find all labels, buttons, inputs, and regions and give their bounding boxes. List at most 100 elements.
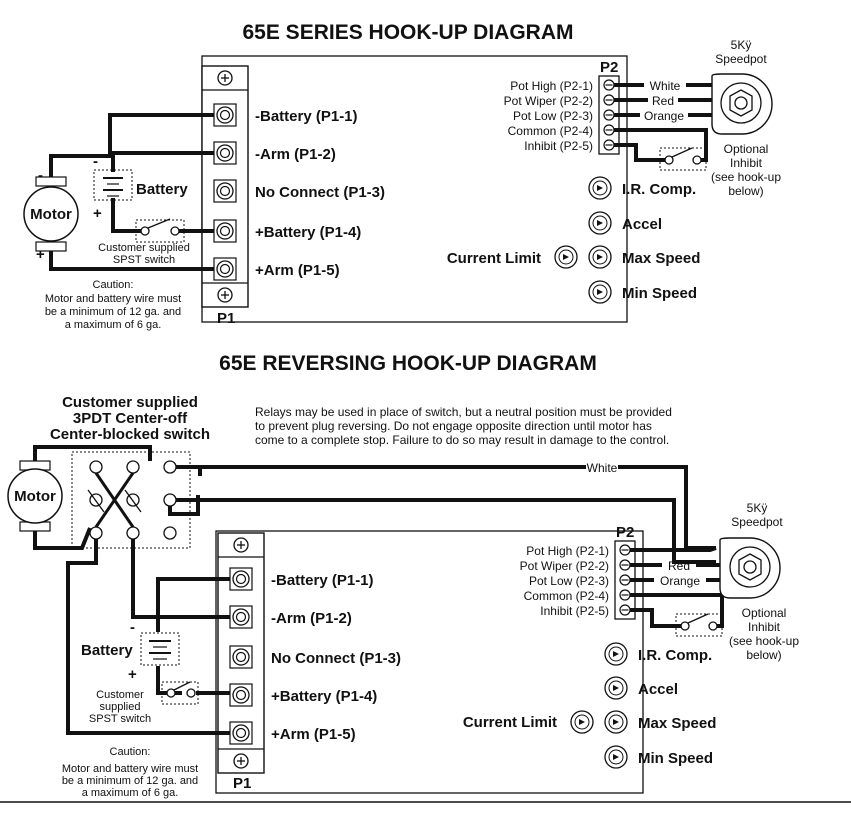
- reversing-p2-pin-label: Pot Low (P2-3): [529, 574, 609, 588]
- series-battery: [93, 169, 133, 201]
- reversing-control-board: [215, 530, 644, 794]
- svg-text:to prevent plug reversing. Do: to prevent plug reversing. Do not engage…: [255, 419, 652, 433]
- series-terminal-p1-3: [213, 179, 237, 203]
- series-p2-pin-label: Inhibit (P2-5): [524, 139, 593, 153]
- svg-text:Motor and battery wire must: Motor and battery wire must: [45, 293, 181, 305]
- reversing-p1-label: P1: [233, 775, 251, 792]
- series-wire-red: Red: [652, 94, 674, 108]
- reversing-wire-orange: Orange: [660, 574, 700, 588]
- reversing-pot-wiring: [630, 546, 724, 628]
- series-trimpot-ir-comp: [588, 176, 612, 200]
- series-terminal-p1-1: [213, 103, 237, 127]
- series-current-limit-label: Current Limit: [447, 250, 541, 267]
- reversing-motor: [7, 460, 63, 532]
- series-diagram: 65E SERIES HOOK-UP DIAGRAM P1 -Battery (…: [23, 21, 781, 331]
- reversing-switch-title: Customer supplied: [62, 394, 198, 411]
- series-caution: Caution: Motor and battery wire must be …: [45, 279, 181, 331]
- series-title: 65E SERIES HOOK-UP DIAGRAM: [242, 21, 573, 44]
- reversing-inhibit-switch: [675, 613, 723, 637]
- series-term-label: -Battery (P1-1): [255, 108, 358, 125]
- series-terminal-p1-5: [213, 257, 237, 281]
- reversing-inhibit-label: Optional: [742, 606, 787, 620]
- reversing-trimpot-current-limit: [570, 710, 594, 734]
- series-inhibit-switch: [659, 147, 707, 171]
- reversing-trimpot-label: I.R. Comp.: [638, 647, 712, 664]
- series-speedpot-label: Speedpot: [715, 52, 767, 66]
- series-terminal-p1-4: [213, 219, 237, 243]
- series-inhibit-label: (see hook-up: [711, 170, 781, 184]
- series-inhibit-label: Inhibit: [730, 156, 763, 170]
- series-battery-plus: +: [93, 205, 102, 222]
- reversing-switch-label: Customer: [96, 689, 144, 701]
- reversing-caution: Caution: Motor and battery wire must be …: [62, 746, 198, 799]
- svg-text:be a minimum of 12 ga. and: be a minimum of 12 ga. and: [45, 306, 181, 318]
- series-trimpot-label: Max Speed: [622, 250, 700, 267]
- reversing-switch-title: 3PDT Center-off: [73, 410, 188, 427]
- reversing-inhibit-label: Inhibit: [748, 620, 781, 634]
- svg-text:a maximum of 6 ga.: a maximum of 6 ga.: [65, 319, 162, 331]
- reversing-speedpot: [719, 537, 781, 599]
- series-speedpot: [711, 73, 773, 135]
- reversing-p2-pin-label: Inhibit (P2-5): [540, 604, 609, 618]
- series-switch-label: SPST switch: [113, 254, 175, 266]
- reversing-switch-label: SPST switch: [89, 713, 151, 725]
- series-trimpot-current-limit: [554, 245, 578, 269]
- reversing-motor-label: Motor: [14, 488, 56, 505]
- series-spst-switch: [135, 218, 185, 243]
- svg-text:Caution:: Caution:: [110, 746, 151, 758]
- series-trimpot-max-speed: [588, 245, 612, 269]
- series-term-label: No Connect (P1-3): [255, 184, 385, 201]
- series-p2-label: P2: [600, 59, 618, 76]
- reversing-p2-label: P2: [616, 524, 634, 541]
- reversing-trimpot-accel: [604, 676, 628, 700]
- reversing-term-label: +Arm (P1-5): [271, 726, 356, 743]
- series-switch-label: Customer supplied: [98, 242, 190, 254]
- reversing-battery-label: Battery: [81, 642, 133, 659]
- series-trimpot-label: Accel: [622, 216, 662, 233]
- reversing-wire-white: White: [587, 461, 618, 475]
- svg-text:be a minimum of 12 ga. and: be a minimum of 12 ga. and: [62, 775, 198, 787]
- reversing-term-label: -Battery (P1-1): [271, 572, 374, 589]
- reversing-term-label: No Connect (P1-3): [271, 650, 401, 667]
- reversing-term-label: +Battery (P1-4): [271, 688, 377, 705]
- reversing-p1-terminal-block: [217, 532, 265, 774]
- reversing-switch-label: supplied: [100, 701, 141, 713]
- reversing-inhibit-label: below): [746, 648, 781, 662]
- reversing-trimpot-min-speed: [604, 745, 628, 769]
- series-term-label: +Arm (P1-5): [255, 262, 340, 279]
- reversing-trimpot-label: Accel: [638, 681, 678, 698]
- reversing-switch-title: Center-blocked switch: [50, 426, 210, 443]
- series-motor-minus: -: [38, 167, 43, 184]
- svg-text:a maximum of 6 ga.: a maximum of 6 ga.: [82, 787, 179, 799]
- reversing-trimpot-ir-comp: [604, 642, 628, 666]
- series-motor-plus: +: [36, 246, 45, 263]
- series-inhibit-label: below): [728, 184, 763, 198]
- reversing-battery: [140, 632, 180, 666]
- reversing-wire-red: Red: [668, 559, 690, 573]
- series-speedpot-label: 5Kÿ: [731, 38, 752, 52]
- series-p2-pin-label: Pot Wiper (P2-2): [504, 94, 593, 108]
- series-term-label: +Battery (P1-4): [255, 224, 361, 241]
- series-wire-white: White: [650, 79, 681, 93]
- reversing-battery-minus: -: [130, 619, 135, 636]
- series-motor-label: Motor: [30, 206, 72, 223]
- reversing-inhibit-label: (see hook-up: [729, 634, 799, 648]
- reversing-speedpot-label: Speedpot: [731, 515, 783, 529]
- series-wiring: [49, 113, 214, 271]
- series-p2-pin-label: Pot High (P2-1): [510, 79, 593, 93]
- svg-text:Motor and battery wire must: Motor and battery wire must: [62, 763, 198, 775]
- series-inhibit-label: Optional: [724, 142, 769, 156]
- series-trimpot-min-speed: [588, 280, 612, 304]
- series-pot-wiring: [614, 83, 712, 162]
- series-terminal-p1-2: [213, 141, 237, 165]
- series-p1-label: P1: [217, 310, 235, 327]
- reversing-current-limit-label: Current Limit: [463, 714, 557, 731]
- series-motor: [23, 176, 79, 252]
- series-battery-label: Battery: [136, 181, 188, 198]
- svg-text:Relays may be used in place of: Relays may be used in place of switch, b…: [255, 405, 672, 419]
- reversing-trimpot-max-speed: [604, 710, 628, 734]
- series-trimpot-label: Min Speed: [622, 285, 697, 302]
- reversing-speedpot-label: 5Kÿ: [747, 501, 768, 515]
- series-wire-orange: Orange: [644, 109, 684, 123]
- series-battery-minus: -: [93, 153, 98, 170]
